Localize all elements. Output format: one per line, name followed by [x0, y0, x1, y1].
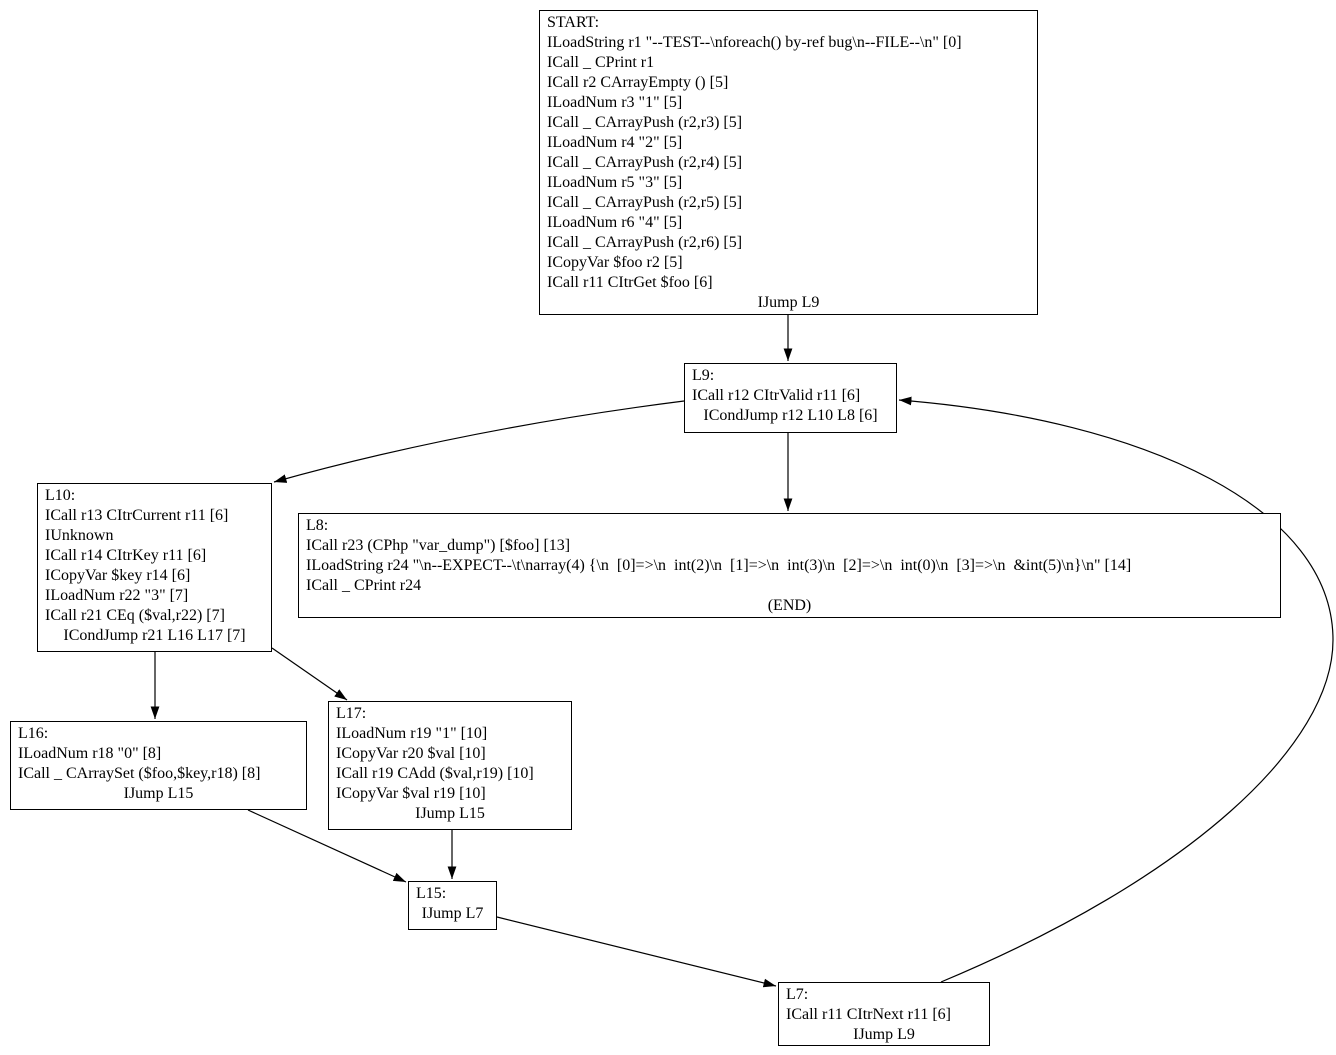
jump-line: ICondJump r21 L16 L17 [7] — [63, 627, 246, 644]
edge-l9-l10 — [273, 400, 685, 483]
instruction-line: START: — [547, 14, 600, 31]
instruction-line: L9: — [692, 367, 715, 384]
instruction-line: ILoadNum r19 "1" [10] — [336, 725, 488, 742]
instruction-line: ILoadNum r3 "1" [5] — [547, 94, 683, 111]
jump-line: ICondJump r12 L10 L8 [6] — [703, 407, 878, 424]
cfg-node-l15: L15: IJump L7 — [408, 881, 497, 930]
instruction-line: L15: — [416, 885, 447, 902]
instruction-line: ICall r11 CItrNext r11 [6] — [786, 1006, 951, 1023]
instruction-line: ICall _ CArrayPush (r2,r5) [5] — [547, 194, 743, 211]
edge-l10-l17 — [271, 647, 348, 701]
instruction-line: ICopyVar $key r14 [6] — [45, 567, 191, 584]
instruction-line: ICall r14 CItrKey r11 [6] — [45, 547, 207, 564]
instruction-line: L16: — [18, 725, 49, 742]
instruction-line: L10: — [45, 487, 76, 504]
instruction-line: ICall r19 CAdd ($val,r19) [10] — [336, 765, 534, 782]
jump-line: (END) — [767, 597, 812, 614]
instruction-line: ICopyVar $foo r2 [5] — [547, 254, 683, 271]
instruction-line: ICall r13 CItrCurrent r11 [6] — [45, 507, 229, 524]
instruction-line: ILoadString r1 "--TEST--\nforeach() by-r… — [547, 34, 962, 51]
instruction-line: ILoadNum r6 "4" [5] — [547, 214, 683, 231]
cfg-node-start: START: ILoadString r1 "--TEST--\nforeach(… — [539, 10, 1038, 315]
jump-line: IJump L9 — [757, 294, 820, 311]
instruction-line: ICall _ CArraySet ($foo,$key,r18) [8] — [18, 765, 261, 782]
instruction-line: ICall _ CPrint r1 — [547, 54, 655, 71]
edge-l15-l7 — [496, 916, 777, 988]
cfg-node-l16: L16: ILoadNum r18 "0" [8] ICall _ CArraySe… — [10, 721, 307, 810]
jump-line: IJump L9 — [853, 1026, 915, 1043]
instruction-line: L7: — [786, 986, 809, 1003]
instruction-line: ICall _ CArrayPush (r2,r6) [5] — [547, 234, 743, 251]
instruction-line: L17: — [336, 705, 367, 722]
instruction-line: ICall r11 CItrGet $foo [6] — [547, 274, 713, 291]
cfg-node-l9: L9: ICall r12 CItrValid r11 [6] ICondJump … — [684, 363, 897, 433]
instruction-line: ICall _ CArrayPush (r2,r3) [5] — [547, 114, 743, 131]
instruction-line: ILoadString r24 "\n--EXPECT--\t\narray(4… — [306, 557, 1132, 574]
instruction-line: ILoadNum r4 "2" [5] — [547, 134, 683, 151]
instruction-line: ICall r21 CEq ($val,r22) [7] — [45, 607, 225, 624]
instruction-line: ILoadNum r18 "0" [8] — [18, 745, 162, 762]
cfg-node-l8: L8: ICall r23 (CPhp "var_dump") [$foo] [1… — [298, 513, 1281, 618]
edge-l7-l9 — [898, 396, 1334, 983]
instruction-line: ICall r2 CArrayEmpty () [5] — [547, 74, 729, 91]
instruction-line: ICall _ CArrayPush (r2,r4) [5] — [547, 154, 743, 171]
cfg-node-l17: L17: ILoadNum r19 "1" [10] ICopyVar r20 $v… — [328, 701, 572, 830]
instruction-line: L8: — [306, 517, 329, 534]
instruction-line: ILoadNum r5 "3" [5] — [547, 174, 683, 191]
jump-line: IJump L15 — [123, 785, 194, 802]
jump-line: IJump L7 — [421, 905, 484, 922]
instruction-line: ICopyVar $val r19 [10] — [336, 785, 486, 802]
cfg-node-l10: L10: ICall r13 CItrCurrent r11 [6] IUnknow… — [37, 483, 272, 652]
instruction-line: ICall r12 CItrValid r11 [6] — [692, 387, 861, 404]
cfg-node-l7: L7: ICall r11 CItrNext r11 [6] IJump L9 — [778, 982, 990, 1046]
instruction-line: ICall r23 (CPhp "var_dump") [$foo] [13] — [306, 537, 571, 554]
instruction-line: ILoadNum r22 "3" [7] — [45, 587, 189, 604]
instruction-line: IUnknown — [45, 527, 114, 544]
instruction-line: ICall _ CPrint r24 — [306, 577, 422, 594]
instruction-line: ICopyVar r20 $val [10] — [336, 745, 486, 762]
jump-line: IJump L15 — [415, 805, 485, 822]
